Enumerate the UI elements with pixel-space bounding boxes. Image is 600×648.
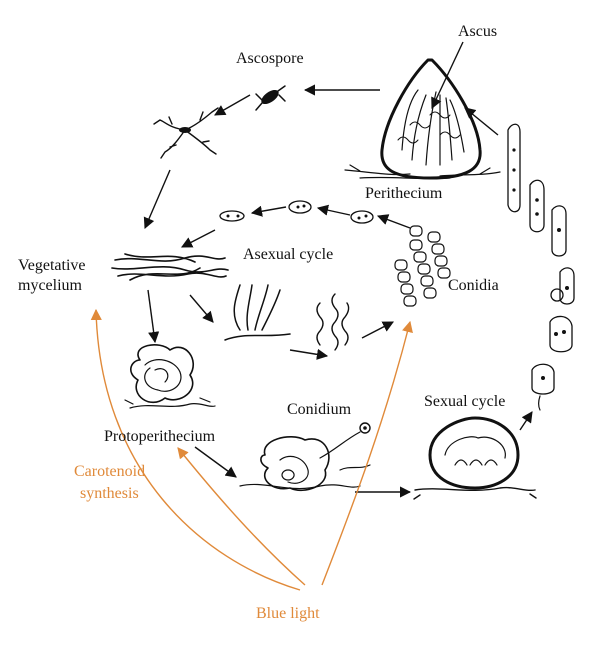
conidium-drawing xyxy=(239,422,371,492)
conidia-row-drawing xyxy=(219,200,374,224)
perithecium-drawing xyxy=(344,58,501,180)
label-vegetative: Vegetative xyxy=(18,257,86,274)
label-sexual-cycle: Sexual cycle xyxy=(424,393,505,410)
conidia-chains-drawing xyxy=(394,225,451,307)
label-perithecium: Perithecium xyxy=(365,185,443,202)
ascus-development-series xyxy=(507,123,575,411)
blue-light-arrows xyxy=(90,308,413,591)
label-asexual-cycle: Asexual cycle xyxy=(243,246,333,263)
protoperithecium-drawing xyxy=(124,344,216,409)
label-protoperithecium: Protoperithecium xyxy=(104,428,216,445)
young-perithecium-drawing xyxy=(413,416,537,500)
vegetative-mycelium-drawing xyxy=(111,253,229,281)
label-ascospore: Ascospore xyxy=(236,50,304,67)
label-conidium: Conidium xyxy=(287,401,352,418)
label-conidia: Conidia xyxy=(448,277,499,294)
label-mycelium: mycelium xyxy=(18,277,83,294)
germinating-ascospore-drawing xyxy=(153,107,219,159)
ascus-pointer xyxy=(431,41,464,110)
label-ascus: Ascus xyxy=(458,23,497,40)
label-synthesis: synthesis xyxy=(80,485,139,502)
label-blue-light: Blue light xyxy=(256,605,320,622)
asexual-conidiophore-drawings xyxy=(224,284,350,351)
label-carotenoid: Carotenoid xyxy=(74,463,145,480)
ascospore-drawing xyxy=(255,85,286,111)
cycle-arrows xyxy=(143,84,533,498)
